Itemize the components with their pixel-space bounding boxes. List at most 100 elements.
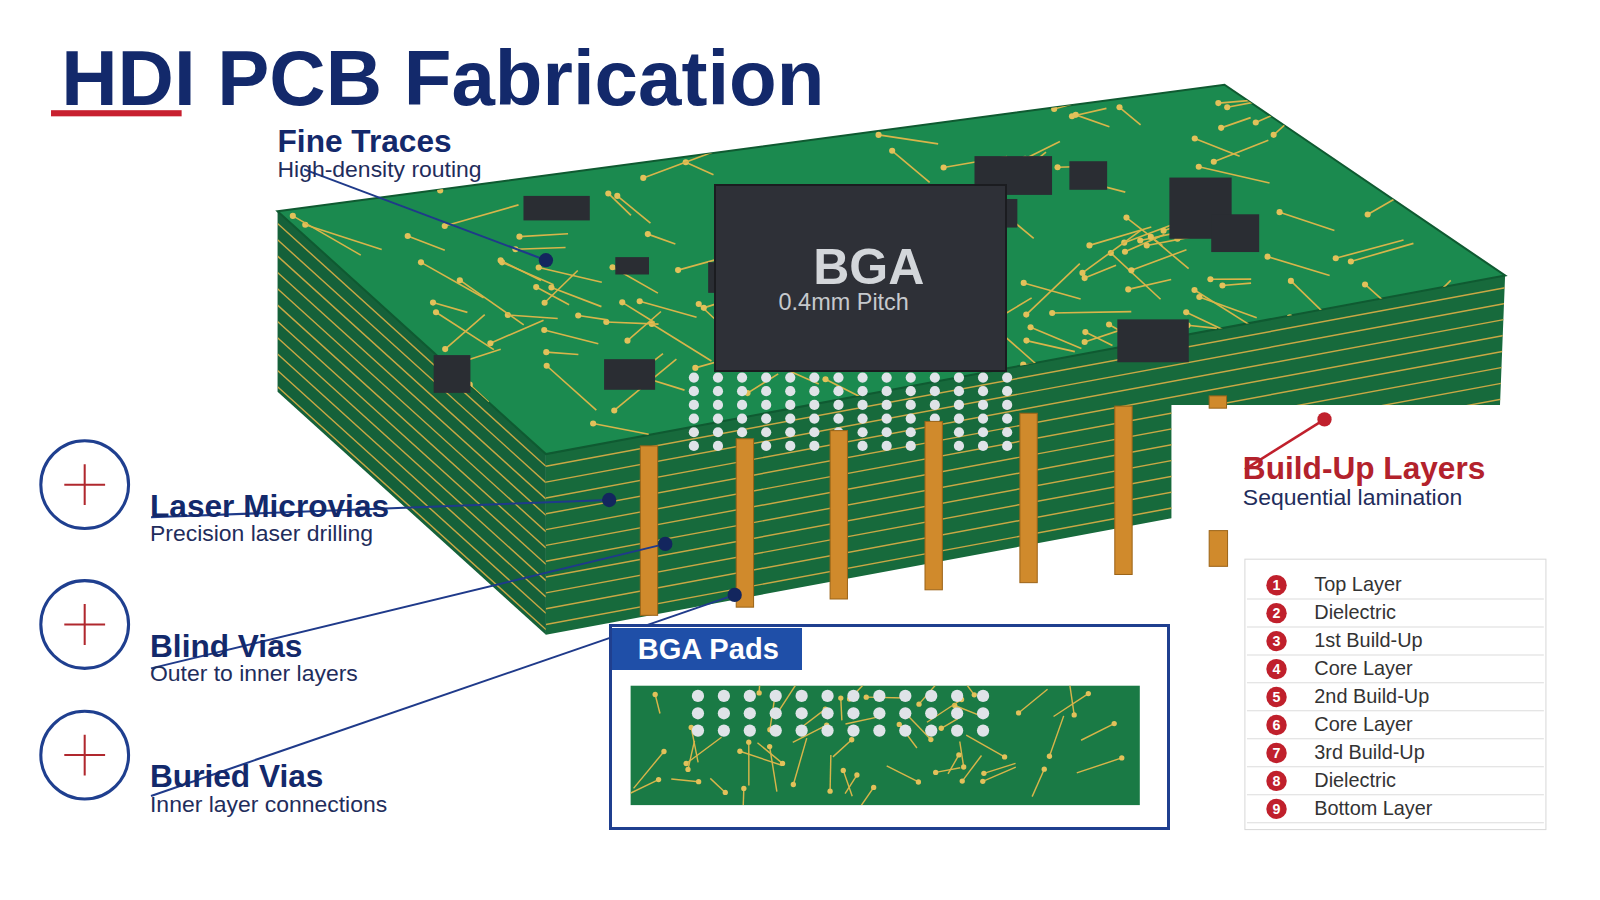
solder-ball [906,400,916,410]
trace-pad [1028,324,1034,330]
fine-trace [546,352,578,354]
fine-trace [936,768,961,773]
fine-trace [1195,290,1258,330]
trace-pad [1215,100,1221,106]
trace-pad [1418,313,1424,319]
trace-pad [1196,164,1202,170]
fine-trace [1195,138,1240,156]
trace-pad [1277,209,1283,215]
trace-pad [1106,321,1112,327]
trace-pad [916,779,921,784]
trace-pad [624,338,630,344]
trace-pad [1023,312,1029,318]
fine-trace [688,741,694,770]
fine-trace [515,248,565,250]
trace-pad [1264,254,1270,260]
trace-pad [916,701,921,706]
diagram-title: HDI PCB Fabrication [61,39,824,117]
callout-description: High-density routing [278,158,482,181]
fine-trace [421,262,484,297]
solder-ball [785,427,795,437]
fine-trace [1368,175,1436,214]
solder-ball [930,372,940,382]
solder-ball [882,427,892,437]
fine-trace [825,379,889,411]
via-barrel [736,439,753,607]
solder-ball [954,413,964,423]
trace-pad [1161,228,1167,234]
smd-component [434,355,471,393]
callout-circle [41,441,129,529]
trace-pad [696,301,702,307]
bga-pad [821,707,833,719]
fine-trace [631,780,659,798]
bga-pad [977,724,989,736]
trace-pad [875,132,881,138]
solder-ball [833,372,843,382]
solder-ball [713,413,723,423]
pad-ball-group [692,690,989,737]
fine-trace [1019,689,1048,713]
bga-pad [977,690,989,702]
trace-pad [1348,258,1354,264]
callout-description: Outer to inner layers [150,662,358,685]
via-barrel [1209,531,1227,567]
bga-pad [796,724,808,736]
fine-trace [1077,758,1122,773]
bga-pads-panel: BGA Pads [609,624,1170,829]
trace-pad [1096,367,1102,373]
callout-icon-group [41,441,129,799]
fine-trace [433,303,467,313]
smd-component [604,359,655,390]
plus-symbol [64,735,105,776]
table-rule [1247,766,1544,767]
solder-ball [737,413,747,423]
table-row-group [1247,575,1544,823]
fine-trace [948,755,959,774]
table-rule [1247,822,1544,823]
fine-trace [1049,716,1063,756]
trace-pad [1220,359,1226,365]
trace-pad [692,365,698,371]
via-group [640,396,1227,615]
trace-pad [541,327,547,333]
bga-pad [899,707,911,719]
bga-pad [873,724,885,736]
fine-trace [1214,140,1269,161]
number-badge [1266,631,1286,651]
fine-trace [1186,312,1248,341]
trace-pad [685,767,690,772]
bga-pad [692,690,704,702]
via-barrel [1115,406,1132,574]
trace-pad [791,782,796,787]
solder-ball [737,427,747,437]
solder-ball [882,372,892,382]
fine-trace [1032,769,1044,796]
trace-pad [1081,375,1087,381]
fine-trace [490,320,543,343]
leader-dot-group [539,253,742,602]
trace-pad [737,749,742,754]
trace-pad [1020,362,1026,368]
solder-ball [761,413,771,423]
fine-trace [1199,297,1256,318]
fine-trace [460,280,524,325]
fine-trace [1085,332,1112,345]
plus-symbol [64,464,105,505]
number-badge [1266,659,1286,679]
solder-ball [761,400,771,410]
trace-pad [675,267,681,273]
fine-trace [1019,372,1078,383]
trace-pad [1119,755,1124,760]
fine-trace [1076,115,1110,127]
solder-ball [689,400,699,410]
trace-pad [981,771,986,776]
table-rule [1247,738,1544,739]
trace-pad [696,779,701,784]
solder-ball [978,441,988,451]
bga-pad [925,724,937,736]
via-barrel [1209,396,1226,408]
plus-symbol [64,604,105,645]
solder-ball [785,386,795,396]
